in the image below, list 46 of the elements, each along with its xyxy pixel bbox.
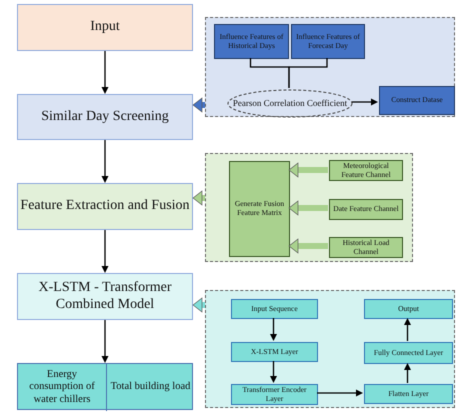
node-label: Energy consumption of water chillers bbox=[28, 369, 96, 406]
node-label: Input bbox=[89, 19, 121, 36]
layer-box bbox=[364, 384, 453, 404]
process-box bbox=[17, 94, 193, 140]
feature-box bbox=[379, 86, 455, 115]
feature-box bbox=[291, 24, 365, 59]
node-label: Total building load bbox=[110, 381, 192, 394]
arrow bbox=[288, 162, 328, 178]
arrow bbox=[317, 390, 363, 396]
output-box bbox=[17, 363, 193, 410]
process-box bbox=[17, 4, 193, 51]
process-box bbox=[17, 273, 193, 320]
arrow bbox=[102, 320, 108, 363]
arrow bbox=[288, 238, 328, 254]
arrow bbox=[192, 98, 205, 112]
channel-box bbox=[329, 237, 403, 258]
layer-box bbox=[231, 299, 318, 319]
dashed-panel bbox=[205, 290, 455, 408]
dashed-panel bbox=[205, 17, 455, 117]
node-label: Similar Day Screening bbox=[40, 108, 170, 126]
feature-box bbox=[214, 24, 289, 59]
channel-box bbox=[329, 199, 403, 220]
arrow bbox=[288, 200, 328, 216]
node-label: X-LSTM - Transformer Combined Model bbox=[38, 280, 172, 313]
node-label: Feature Extraction and Fusion bbox=[19, 198, 191, 215]
process-box bbox=[17, 183, 193, 230]
arrow bbox=[102, 51, 108, 94]
dashed-panel bbox=[205, 153, 413, 262]
arrow bbox=[270, 318, 277, 341]
node-label: Pearson Correlation Coefficient bbox=[232, 98, 348, 109]
layer-box bbox=[231, 342, 318, 362]
bracket-line bbox=[288, 58, 328, 88]
arrow bbox=[404, 363, 411, 383]
channel-box bbox=[229, 161, 290, 257]
arrow bbox=[102, 230, 108, 273]
arrow bbox=[270, 361, 277, 383]
channel-box bbox=[329, 160, 403, 181]
layer-box bbox=[231, 384, 318, 405]
layer-box bbox=[364, 299, 453, 319]
arrow bbox=[352, 98, 378, 106]
layer-box bbox=[364, 342, 453, 364]
arrow bbox=[102, 140, 108, 183]
dashed-ellipse bbox=[227, 89, 353, 118]
arrow bbox=[192, 298, 205, 312]
arrow bbox=[192, 190, 205, 206]
arrow bbox=[404, 318, 411, 341]
